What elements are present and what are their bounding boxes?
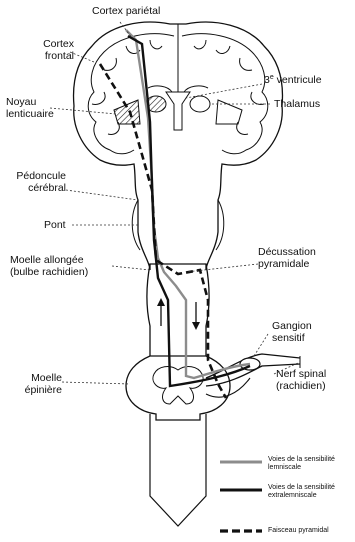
leader-pedoncule <box>66 190 138 200</box>
label-nerf-spinal: Nerf spinal (rachidien) <box>276 368 326 392</box>
thalamus-shape-right <box>190 96 210 112</box>
label-pedoncule: Pédoncule cérébral <box>4 170 66 194</box>
ventricule-text: ventricule <box>274 74 322 86</box>
gyri-left <box>88 34 174 154</box>
label-noyau-lenticulaire: Noyau lenticuaire <box>6 96 54 120</box>
label-thalamus: Thalamus <box>274 98 320 110</box>
label-pont: Pont <box>44 219 66 231</box>
label-cortex-frontal: Cortex frontal <box>12 38 74 62</box>
extralemniscal-pathway <box>128 36 250 386</box>
leader-decussation <box>186 264 258 272</box>
legend-label-extralemniscal: Voies de la sensibilité extralemniscale <box>268 484 335 500</box>
pons-bulge <box>132 200 224 250</box>
lentiform-nucleus-shape <box>114 100 140 124</box>
leader-noyau <box>50 108 116 114</box>
label-ganglion: Gangion sensitif <box>272 320 312 344</box>
legend-label-lemniscal: Voies de la sensibilité lemniscale <box>268 456 335 472</box>
leader-moelle-epiniere <box>62 382 130 384</box>
spinal-cord-outline <box>126 356 230 420</box>
arrow-up <box>157 298 165 326</box>
lemniscal-pathway <box>126 30 250 378</box>
arrow-down <box>192 302 200 330</box>
lower-spinal-cord <box>150 414 206 526</box>
brainstem-outline <box>147 264 209 356</box>
leader-ganglion <box>254 334 268 356</box>
label-moelle-allongee: Moelle allongée (bulbe rachidien) <box>10 254 88 278</box>
gyri-right <box>182 34 268 154</box>
leader-moelle-allongee <box>112 266 150 270</box>
label-third-ventricle: 3e ventricule <box>264 72 322 86</box>
label-cortex-parietal: Cortex pariétal <box>92 5 160 17</box>
legend-label-pyramidal: Faisceau pyramidal <box>268 527 329 535</box>
label-moelle-epiniere: Moelle épinière <box>4 372 62 396</box>
leader-lines <box>50 22 300 384</box>
label-decussation: Décussation pyramidale <box>258 246 316 270</box>
